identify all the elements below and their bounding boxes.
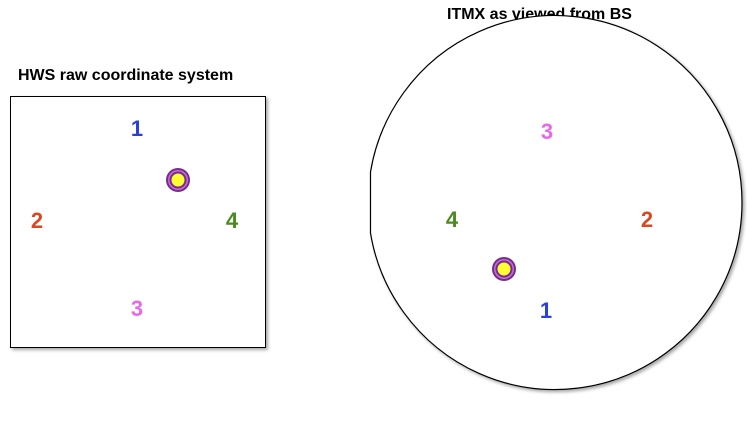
- itmx-outline: [369, 14, 743, 391]
- itmx-label-2: 2: [640, 207, 654, 232]
- itmx-target-icon: [492, 257, 516, 281]
- hws-target-icon: [166, 168, 190, 192]
- hws-label-3: 3: [130, 296, 144, 321]
- itmx-label-4: 4: [445, 207, 459, 232]
- hws-frame: [10, 96, 266, 348]
- itmx-disk: [369, 14, 743, 391]
- hws-label-2: 2: [30, 208, 44, 233]
- itmx-label-1: 1: [539, 298, 553, 323]
- hws-label-1: 1: [130, 116, 144, 141]
- itmx-label-3: 3: [540, 119, 554, 144]
- hws-label-4: 4: [225, 208, 239, 233]
- hws-title: HWS raw coordinate system: [18, 67, 234, 84]
